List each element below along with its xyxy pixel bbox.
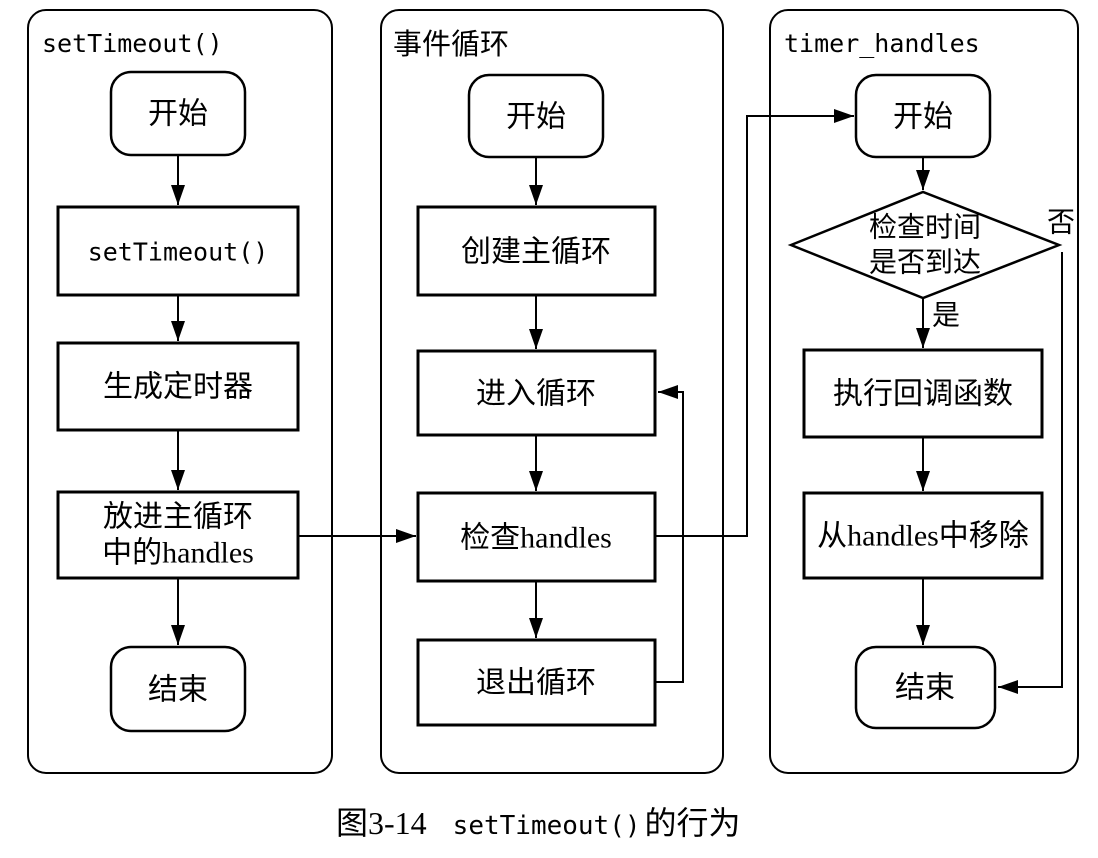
- branch-label-yes: 是: [932, 301, 960, 332]
- figure-caption: 图3-14 setTimeout() 的行为: [336, 805, 741, 841]
- node-l3-end: 结束: [854, 645, 997, 730]
- node-l3-decision-line1: 检查时间: [869, 212, 981, 244]
- lane-timer-handles: timer_handles 开始 检查时间 是否到达 是 否 执行回调函数 从h…: [769, 9, 1079, 774]
- node-l1-put-into-handles-line1: 放进主循环: [103, 501, 253, 534]
- lane-event-loop: 事件循环 开始 创建主循环 进入循环 检查handles 退出循环: [380, 9, 724, 774]
- node-l3-end-label: 结束: [895, 672, 955, 705]
- node-l1-start-label: 开始: [148, 98, 208, 131]
- edges: [171, 109, 1063, 694]
- node-l1-create-timer: 生成定时器: [56, 341, 300, 432]
- node-l3-exec-callback: 执行回调函数: [802, 348, 1044, 439]
- node-l1-create-timer-label: 生成定时器: [103, 371, 253, 404]
- branch-label-no: 否: [1047, 208, 1075, 239]
- node-l3-start: 开始: [854, 73, 992, 159]
- node-l2-enter-loop: 进入循环: [416, 349, 657, 437]
- node-l2-create-main-loop-label: 创建主循环: [461, 236, 611, 269]
- node-l2-create-main-loop: 创建主循环: [416, 205, 657, 297]
- node-l1-end: 结束: [109, 645, 247, 733]
- node-l3-decision-line2: 是否到达: [869, 247, 981, 279]
- node-l1-start: 开始: [109, 70, 247, 157]
- node-l1-put-into-handles: 放进主循环 中的handles: [56, 490, 300, 580]
- node-l3-start-label: 开始: [893, 101, 953, 134]
- node-l3-exec-callback-label: 执行回调函数: [833, 378, 1013, 411]
- node-l3-remove-from-handles-label: 从handles中移除: [817, 520, 1029, 553]
- node-l3-remove-from-handles: 从handles中移除: [802, 491, 1044, 580]
- edge-decision-no-to-end: [998, 252, 1063, 694]
- node-l2-exit-loop-label: 退出循环: [476, 667, 596, 700]
- node-l1-put-into-handles-line2: 中的handles: [102, 537, 254, 570]
- node-l2-enter-loop-label: 进入循环: [476, 378, 596, 411]
- lane-timer-handles-title: timer_handles: [784, 29, 980, 58]
- node-l3-decision-time-reached: 检查时间 是否到达: [787, 190, 1063, 300]
- lane-event-loop-title: 事件循环: [393, 28, 509, 61]
- lane-settimeout: setTimeout() 开始 setTimeout() 生成定时器 放进主循环…: [27, 9, 333, 774]
- edge-exit-loop-back-to-enter-loop: [655, 385, 684, 683]
- node-l2-start: 开始: [467, 73, 605, 159]
- figure-caption-number: 图3-14: [336, 805, 427, 841]
- node-l1-settimeout-call-label: setTimeout(): [88, 238, 269, 267]
- node-l2-check-handles: 检查handles: [416, 491, 657, 583]
- lane-settimeout-title: setTimeout(): [42, 29, 223, 58]
- node-l2-check-handles-label: 检查handles: [460, 522, 612, 555]
- node-l2-start-label: 开始: [506, 101, 566, 134]
- node-l1-settimeout-call: setTimeout(): [56, 205, 300, 297]
- node-l1-end-label: 结束: [148, 674, 208, 707]
- figure-caption-code: setTimeout(): [453, 811, 641, 841]
- node-l2-exit-loop: 退出循环: [416, 638, 657, 727]
- edge-check-handles-to-timer-start: [655, 109, 854, 537]
- figure-caption-suffix: 的行为: [645, 805, 741, 841]
